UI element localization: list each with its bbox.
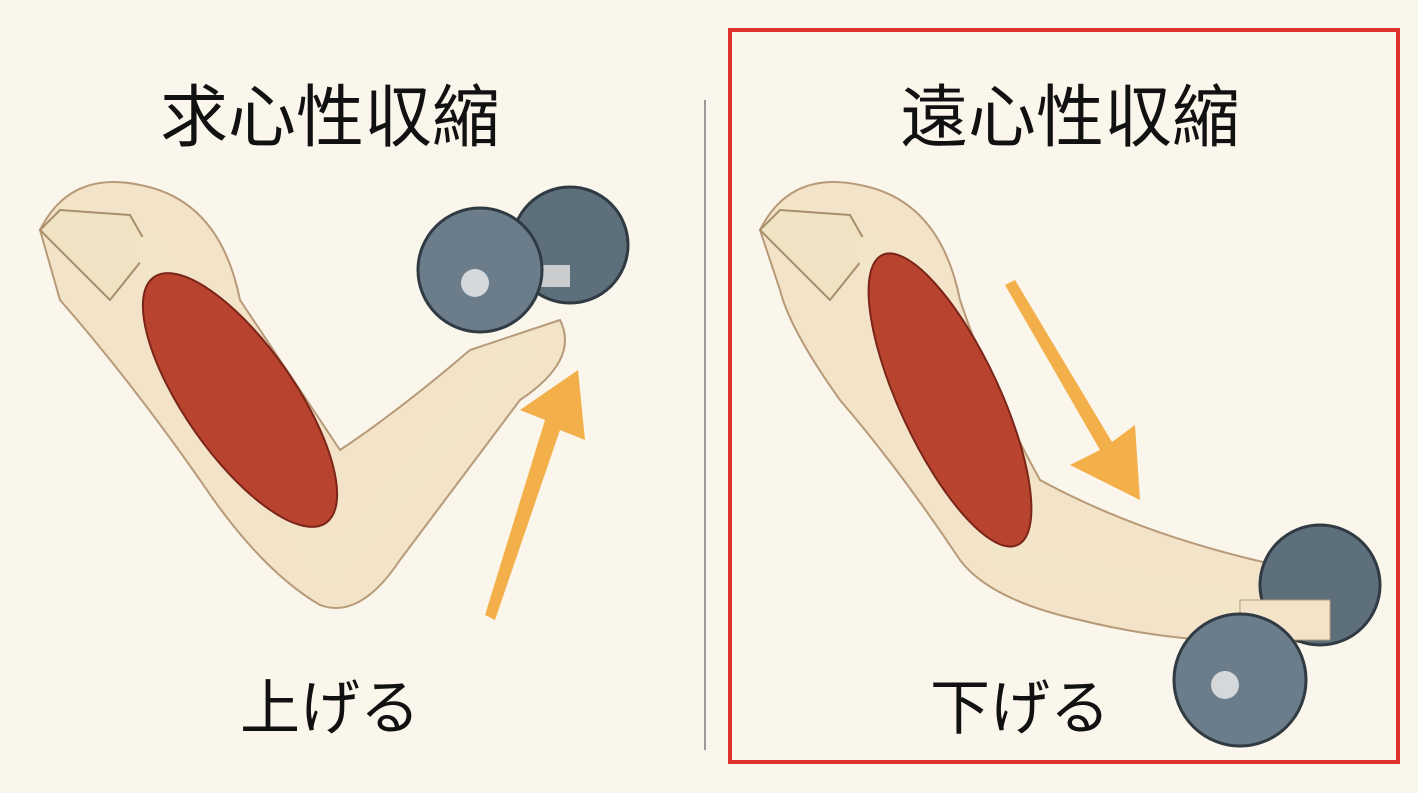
right-biceps-muscle [867, 252, 1033, 548]
left-dumbbell [416, 185, 630, 334]
right-arm-illustration [758, 181, 1382, 748]
lower-label: 下げる [930, 674, 1110, 744]
left-biceps-muscle [141, 272, 339, 528]
eccentric-title: 遠心性収縮 [899, 79, 1240, 158]
panel-divider [704, 100, 706, 750]
left-forearm-bone [318, 338, 532, 582]
left-shoulder-blade [38, 208, 152, 302]
right-arrow-down-icon [1005, 280, 1140, 500]
right-shoulder-blade [758, 208, 872, 302]
concentric-title: 求心性収縮 [159, 79, 500, 158]
right-dumbbell [1172, 523, 1382, 748]
highlight-box [728, 28, 1400, 764]
left-arrow-up-icon [485, 370, 585, 620]
lift-label: 上げる [240, 674, 420, 744]
left-arm-illustration [38, 181, 630, 620]
